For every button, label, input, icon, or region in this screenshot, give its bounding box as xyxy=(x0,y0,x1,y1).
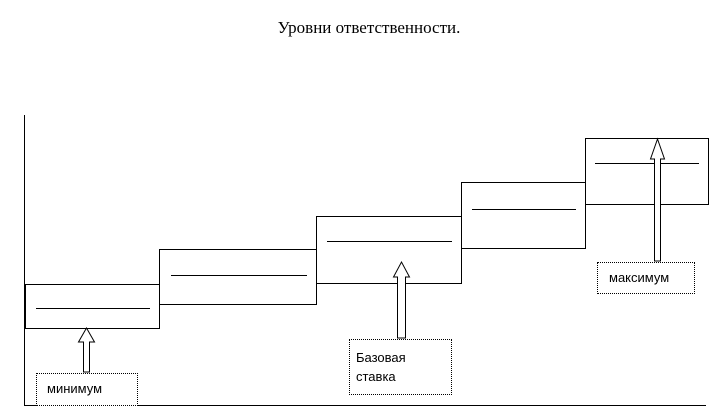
level-box-1 xyxy=(25,284,160,329)
level-box-5 xyxy=(585,138,709,205)
callout-minimum-label: минимум xyxy=(47,381,103,396)
callout-minimum: минимум xyxy=(36,373,138,406)
arrow-base-rate xyxy=(392,260,411,339)
level-box-3 xyxy=(316,216,462,284)
diagram-title: Уровни ответственности. xyxy=(277,18,461,37)
arrow-minimum xyxy=(77,326,96,373)
arrow-maximum xyxy=(649,137,666,262)
callout-base-rate-line1: Базовая xyxy=(356,350,406,365)
callout-base-rate-line2: ставка xyxy=(356,369,396,384)
callout-maximum: максимум xyxy=(597,262,695,294)
level-box-4 xyxy=(461,182,586,249)
callout-maximum-label: максимум xyxy=(609,270,670,285)
callout-base-rate: Базовая ставка xyxy=(349,339,452,395)
level-box-2 xyxy=(159,249,317,305)
